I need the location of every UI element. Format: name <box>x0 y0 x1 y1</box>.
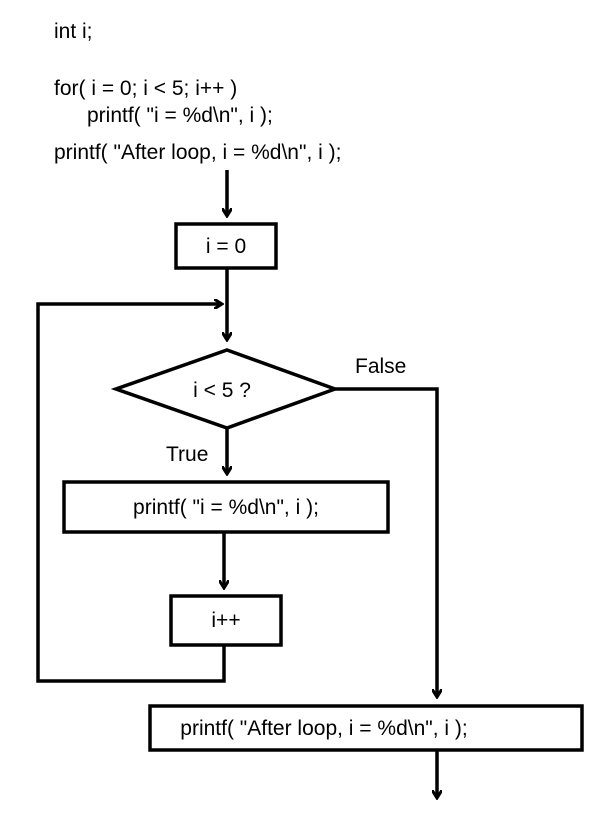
increment-box-label: i++ <box>211 609 240 632</box>
code-for-statement: for( i = 0; i < 5; i++ ) <box>54 77 238 100</box>
condition-label: i < 5 ? <box>193 379 251 402</box>
loop-back-line <box>36 304 226 683</box>
code-after-loop: printf( "After loop, i = %d\n", i ); <box>54 141 342 164</box>
after-loop-box-label: printf( "After loop, i = %d\n", i ); <box>180 717 467 740</box>
loop-body-box <box>62 480 390 534</box>
loop-body-box-label: printf( "i = %d\n", i ); <box>133 496 319 519</box>
true-label: True <box>166 443 208 466</box>
code-loop-body: printf( "i = %d\n", i ); <box>87 104 273 127</box>
init-box-label: i = 0 <box>206 235 246 258</box>
false-label: False <box>355 355 406 378</box>
code-declaration: int i; <box>54 20 93 43</box>
false-branch-line <box>335 387 437 697</box>
after-loop-box <box>148 704 584 752</box>
increment-box <box>169 594 283 647</box>
init-box <box>174 222 278 270</box>
